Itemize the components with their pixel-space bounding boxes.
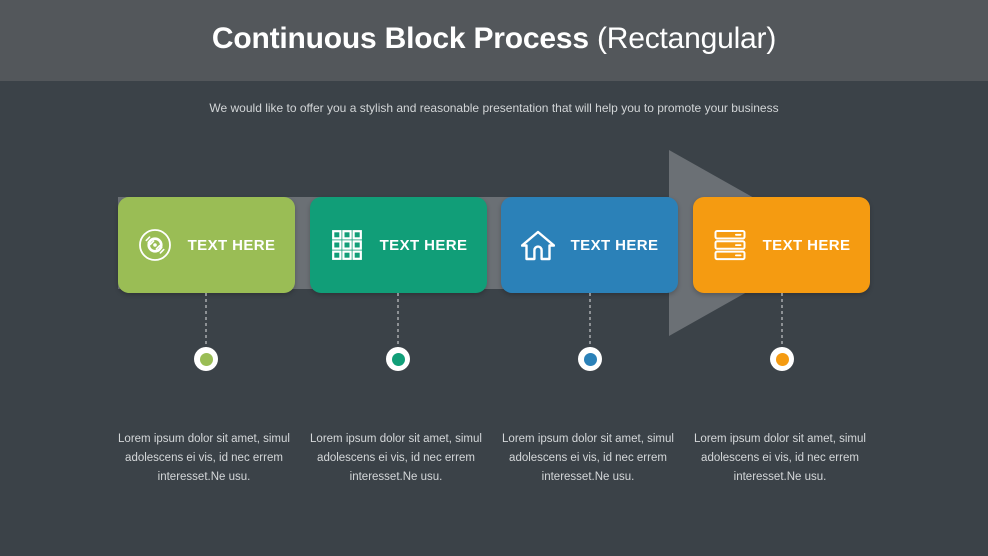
connector-dot-2-fill <box>391 352 405 366</box>
server-stack-icon <box>707 222 753 268</box>
process-block-3-label: TEXT HERE <box>570 236 659 254</box>
connector-group <box>0 293 988 383</box>
description-2: Lorem ipsum dolor sit amet, simul adoles… <box>310 433 482 483</box>
header-band <box>0 0 988 81</box>
process-block-4[interactable]: TEXT HERE <box>693 197 870 293</box>
connector-dot-4[interactable] <box>770 347 794 371</box>
description-1: Lorem ipsum dolor sit amet, simul adoles… <box>118 433 290 483</box>
compact-disc-icon <box>132 222 178 268</box>
connector-line-2 <box>397 293 399 349</box>
connector-1 <box>186 293 226 383</box>
connector-line-1 <box>205 293 207 349</box>
connector-line-4 <box>781 293 783 349</box>
page-title: Continuous Block Process (Rectangular) <box>0 22 988 56</box>
page-title-light: (Rectangular) <box>596 22 777 55</box>
connector-2 <box>378 293 418 383</box>
process-block-2-label: TEXT HERE <box>379 236 468 254</box>
connector-dot-1[interactable] <box>194 347 218 371</box>
connector-3 <box>570 293 610 383</box>
connector-dot-3-fill <box>583 352 597 366</box>
process-blocks-row: TEXT HERE TEXT HERE <box>118 197 870 293</box>
process-block-1-label: TEXT HERE <box>187 236 276 254</box>
connector-dot-3[interactable] <box>578 347 602 371</box>
page-title-strong: Continuous Block Process <box>211 22 589 55</box>
process-block-3[interactable]: TEXT HERE <box>501 197 678 293</box>
description-row: Lorem ipsum dolor sit amet, simul adoles… <box>108 430 898 500</box>
home-icon <box>515 222 561 268</box>
slide-subtitle: We would like to offer you a stylish and… <box>209 101 779 115</box>
connector-4 <box>762 293 802 383</box>
process-block-4-label: TEXT HERE <box>762 236 851 254</box>
connector-dot-4-fill <box>775 352 789 366</box>
connector-line-3 <box>589 293 591 349</box>
description-3: Lorem ipsum dolor sit amet, simul adoles… <box>502 433 674 483</box>
connector-dot-1-fill <box>199 352 213 366</box>
description-4: Lorem ipsum dolor sit amet, simul adoles… <box>694 433 866 483</box>
connector-dot-2[interactable] <box>386 347 410 371</box>
process-block-1[interactable]: TEXT HERE <box>118 197 295 293</box>
grid-squares-icon <box>324 222 370 268</box>
process-block-2[interactable]: TEXT HERE <box>310 197 487 293</box>
